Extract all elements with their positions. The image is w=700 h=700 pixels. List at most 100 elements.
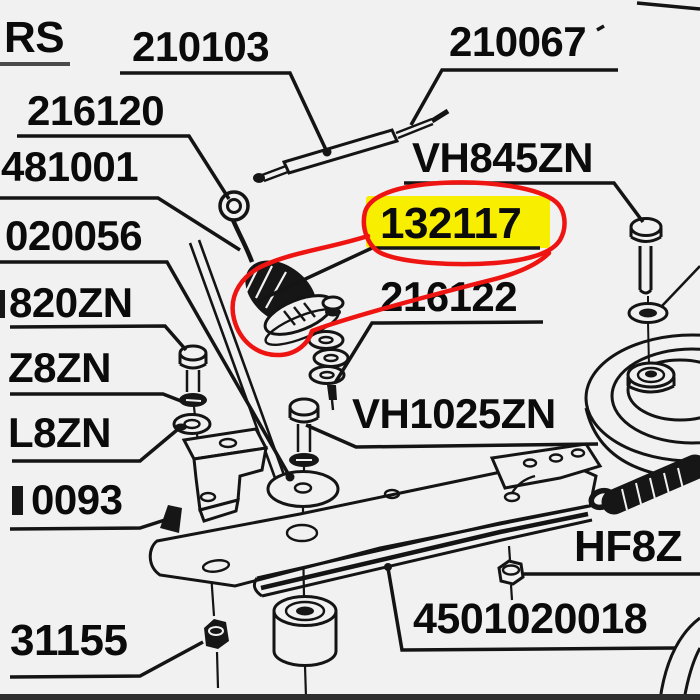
leader-dot-4501020018 bbox=[384, 563, 392, 571]
pulley-hub-ring bbox=[636, 366, 666, 384]
label-210103[interactable]: 210103 bbox=[132, 23, 270, 70]
bracket-foot-edge bbox=[160, 505, 182, 533]
red-lasso-to-part bbox=[230, 233, 552, 358]
red-circle-annotation bbox=[230, 180, 567, 358]
leader-820zn bbox=[9, 324, 188, 352]
pulley-hub-side bbox=[626, 377, 676, 394]
label-132117[interactable]: 132117 bbox=[380, 199, 522, 248]
plate-slot bbox=[201, 559, 231, 573]
label-hf8z[interactable]: HF8Z bbox=[574, 522, 683, 571]
disc-washer-hub bbox=[293, 482, 313, 494]
channel-arm bbox=[252, 504, 593, 598]
cut-glyph-0093 bbox=[12, 486, 23, 515]
plate-hole-small-1 bbox=[383, 488, 401, 500]
highlight-132117 bbox=[366, 196, 550, 248]
pulley-hub-hole bbox=[645, 370, 657, 378]
end-bracket-hole-1 bbox=[522, 458, 538, 468]
lock-washer-slit bbox=[185, 399, 202, 402]
rod-bead bbox=[253, 173, 265, 183]
label-481001[interactable]: 481001 bbox=[1, 143, 139, 190]
label-216120[interactable]: 216120 bbox=[27, 87, 165, 134]
label-vh1025zn[interactable]: VH1025ZN bbox=[352, 390, 556, 437]
bracket-foot bbox=[198, 497, 240, 523]
label-31155[interactable]: 31155 bbox=[10, 616, 128, 665]
rod-sleeve bbox=[281, 128, 400, 175]
label-020056[interactable]: 020056 bbox=[5, 212, 143, 259]
hex-nut-hf8z bbox=[497, 545, 525, 601]
leader-4501020018 bbox=[386, 567, 677, 652]
label-0093[interactable]: 0093 bbox=[31, 476, 123, 523]
bolt-head-vh845zn bbox=[629, 217, 663, 237]
nut-31155-top bbox=[208, 626, 224, 636]
rod-thin-left bbox=[261, 164, 289, 183]
channel-arm-shadow bbox=[260, 511, 589, 591]
coil-open-hatch bbox=[283, 302, 316, 326]
flat-washer-shade bbox=[175, 423, 187, 431]
bolt-head-820zn-side bbox=[178, 354, 208, 370]
label-vh845zn[interactable]: VH845ZN bbox=[412, 134, 593, 181]
center-bolt-assembly bbox=[266, 397, 340, 698]
bracket-hole bbox=[218, 437, 238, 449]
end-bracket-tab-line bbox=[510, 474, 536, 494]
washer-2-hole bbox=[323, 353, 339, 363]
label-l8zn[interactable]: L8ZN bbox=[8, 409, 112, 456]
end-bracket-hole-3 bbox=[570, 448, 586, 458]
leader-31155 bbox=[9, 640, 204, 679]
spacer-bushing bbox=[272, 595, 338, 667]
washer-3-hole bbox=[319, 370, 335, 380]
bushing-ring bbox=[284, 600, 326, 622]
plate-hole-center bbox=[285, 523, 319, 543]
leader-020056 bbox=[0, 260, 292, 478]
leader-vh1025zn bbox=[305, 423, 599, 449]
spring-coil-lines bbox=[621, 467, 684, 511]
washer-2 bbox=[312, 348, 350, 368]
bolt-head-side bbox=[629, 228, 663, 243]
label-4501020018[interactable]: 4501020018 bbox=[413, 595, 648, 643]
washer-1-hole bbox=[318, 335, 334, 345]
leader-216120 bbox=[17, 134, 231, 200]
control-cable bbox=[230, 219, 255, 263]
flat-washer-hole bbox=[639, 308, 657, 318]
nut-hf8z-axis bbox=[507, 545, 514, 601]
bracket-slot bbox=[199, 491, 217, 503]
leader-l8zn bbox=[12, 428, 179, 463]
edge-cut-line bbox=[596, 1, 700, 32]
extension-spring bbox=[588, 454, 700, 515]
bolt-shaft-vh845zn bbox=[638, 246, 653, 295]
flat-washer-l8zn-hole bbox=[183, 418, 201, 430]
stack-bolt-base bbox=[325, 307, 341, 317]
label-z8zn[interactable]: Z8ZN bbox=[8, 344, 112, 391]
label-210067[interactable]: 210067 bbox=[449, 18, 587, 65]
washer-1 bbox=[307, 330, 345, 350]
footer-bar bbox=[0, 694, 700, 700]
lift-plate bbox=[148, 442, 603, 588]
cut-glyph-820zn bbox=[0, 290, 5, 318]
leader-z8zn bbox=[10, 392, 182, 403]
bushing-hole bbox=[296, 606, 314, 616]
bolt-shaft-820zn bbox=[185, 370, 201, 392]
hex-nut-31155 bbox=[204, 619, 229, 649]
leader-216122 bbox=[333, 320, 544, 384]
bolt-head-vh1025zn bbox=[288, 397, 320, 417]
pulley-inner-ring bbox=[626, 358, 700, 422]
nut-hf8z-top bbox=[501, 564, 521, 576]
support-bracket bbox=[160, 427, 269, 533]
end-bracket-hole-2 bbox=[548, 453, 564, 463]
washer-leader-offscreen bbox=[660, 265, 700, 308]
stack-bolt-head bbox=[321, 295, 345, 311]
spring-hook bbox=[588, 487, 616, 511]
rod-tip bbox=[430, 108, 450, 124]
channel-arm-edges bbox=[252, 504, 593, 598]
label-820zn[interactable]: 820ZN bbox=[9, 279, 133, 326]
bushing-sides bbox=[272, 612, 338, 667]
ball-joint-center bbox=[226, 198, 242, 214]
spring-body bbox=[601, 454, 700, 515]
leader-210067 bbox=[409, 68, 618, 126]
red-ellipse-around-label bbox=[361, 180, 567, 267]
title-fragment: RS bbox=[4, 13, 64, 62]
leader-210103 bbox=[120, 71, 329, 153]
part-labels: RS 210103 210067 216120 481001 020056 VH… bbox=[0, 13, 683, 665]
